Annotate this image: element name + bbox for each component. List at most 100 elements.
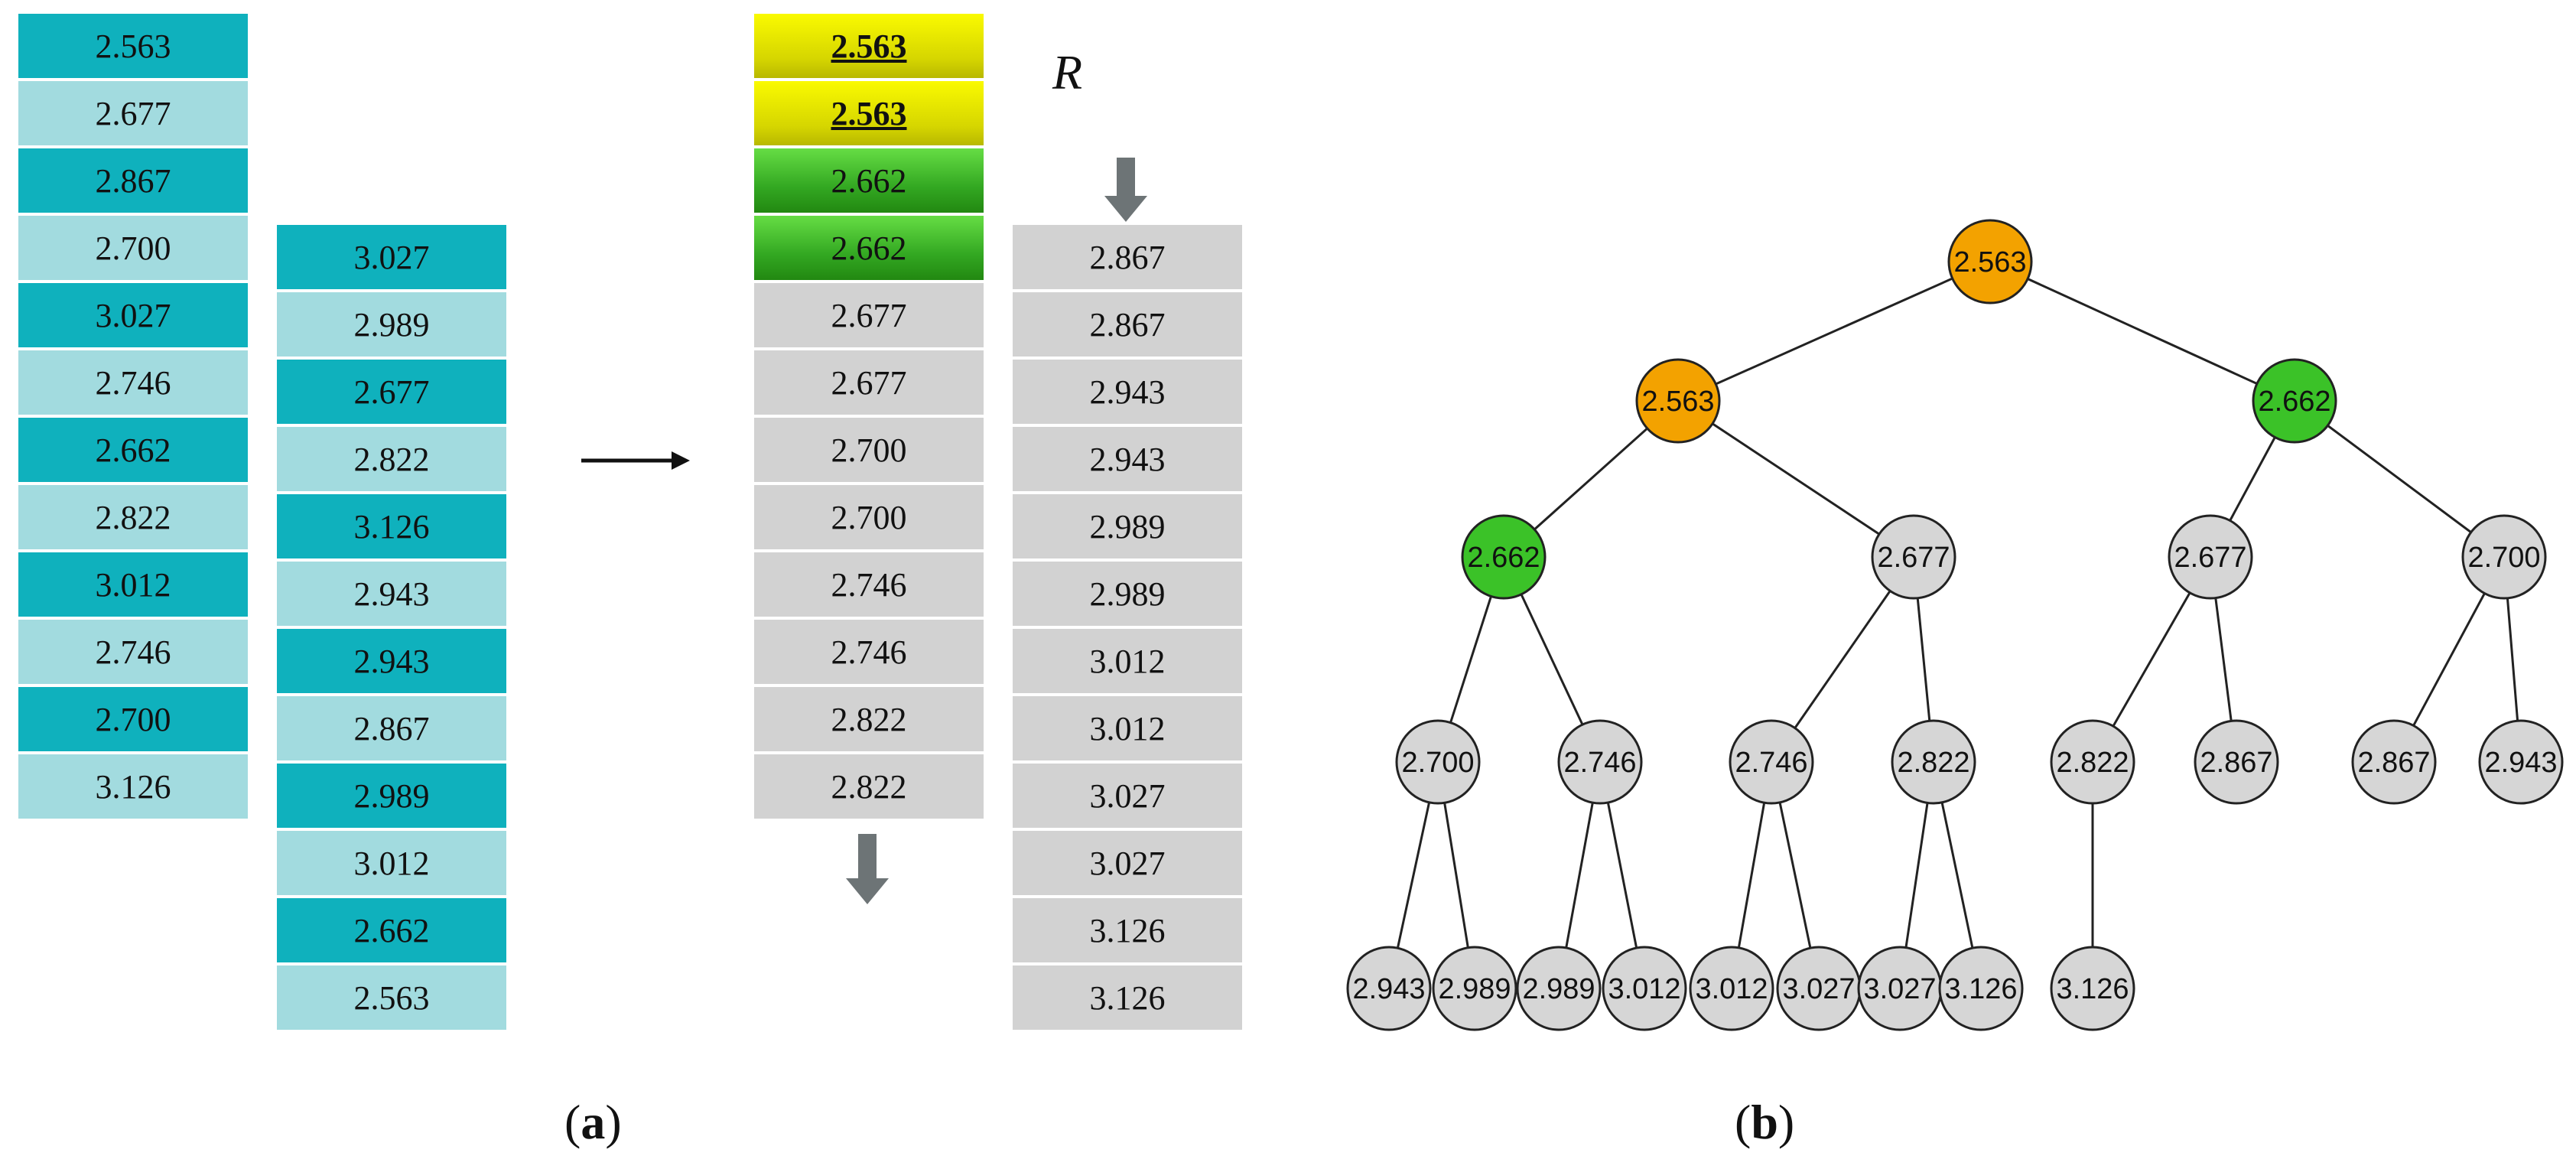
col2-cell: 2.989	[277, 764, 506, 828]
tree-node: 2.989	[1516, 946, 1602, 1031]
tree-node: 2.563	[1635, 358, 1721, 444]
tree-node-label: 2.662	[1467, 542, 1540, 574]
tree-node-circle	[1947, 219, 2033, 304]
tree-node: 2.989	[1432, 946, 1517, 1031]
tree-node: 2.700	[1395, 719, 1481, 805]
tree-edges	[1387, 260, 2522, 989]
down-arrow-icon	[846, 834, 889, 904]
r-label: R	[1052, 45, 1083, 99]
tree-node: 2.677	[2168, 514, 2253, 600]
caption-b: (b)	[1735, 1095, 1795, 1149]
tree-node-label: 2.677	[2174, 542, 2246, 574]
tree-node-circle	[2050, 946, 2135, 1031]
sorted-cell: 2.700	[754, 418, 984, 482]
tree-node-label: 2.867	[2357, 747, 2430, 779]
col1-cell: 2.662	[18, 418, 248, 482]
tree-node: 2.662	[2252, 358, 2337, 444]
tree-node-circle	[1461, 514, 1547, 600]
r-cell: 3.012	[1013, 696, 1242, 760]
tree-edge	[1677, 399, 1914, 558]
tree-node-label: 2.563	[1641, 386, 1714, 418]
tree-node: 2.822	[2050, 719, 2135, 805]
tree-node: 2.662	[1461, 514, 1547, 600]
sorted-cell: 2.677	[754, 283, 984, 347]
down-arrow-icon	[1104, 158, 1147, 222]
tree-node-label: 3.126	[2056, 973, 2129, 1005]
tree-node-label: 2.943	[2484, 747, 2557, 779]
sorted-cell: 2.700	[754, 485, 984, 549]
tree-node-label: 2.822	[2056, 747, 2129, 779]
tree-node: 2.746	[1557, 719, 1643, 805]
col1-cell: 2.700	[18, 687, 248, 751]
tree-node-circle	[1346, 946, 1432, 1031]
sorted-cell: 2.822	[754, 687, 984, 751]
tree-node-label: 2.943	[1352, 973, 1425, 1005]
tree-node: 2.700	[2461, 514, 2547, 600]
tree-edge	[2294, 399, 2505, 558]
tree-node: 2.867	[2351, 719, 2437, 805]
r-cell: 2.943	[1013, 427, 1242, 491]
tree-node-label: 2.989	[1438, 973, 1511, 1005]
tree-node-circle	[1871, 514, 1956, 600]
tree-node-label: 2.746	[1735, 747, 1807, 779]
tree-node-circle	[2168, 514, 2253, 600]
tree-node-circle	[1689, 946, 1774, 1031]
tree-node: 3.012	[1689, 946, 1774, 1031]
tree-node-circle	[2050, 719, 2135, 805]
tree-node-circle	[1891, 719, 1976, 805]
tree-edge	[1989, 260, 2295, 402]
col2-cell: 2.822	[277, 427, 506, 491]
col2-cell: 2.943	[277, 562, 506, 626]
tree-node-circle	[1432, 946, 1517, 1031]
tree-nodes: 2.563 2.563 2.662 2.662 2.677 2.677 2.700 2.700…	[1346, 219, 2564, 1031]
col1-cell: 2.700	[18, 216, 248, 280]
tree-node-circle	[2252, 358, 2337, 444]
r-cell: 3.126	[1013, 898, 1242, 962]
tree-node: 2.746	[1729, 719, 1814, 805]
tree-node-label: 3.126	[1944, 973, 2017, 1005]
tree-node: 2.867	[2194, 719, 2279, 805]
col2-cell: 2.677	[277, 360, 506, 424]
tree-node-label: 2.746	[1563, 747, 1636, 779]
tree-node-label: 2.700	[1401, 747, 1474, 779]
col2-cell: 3.012	[277, 831, 506, 895]
col2-cell: 2.989	[277, 292, 506, 357]
tree-node-label: 3.027	[1863, 973, 1936, 1005]
r-cell: 3.027	[1013, 764, 1242, 828]
tree-node-circle	[1602, 946, 1687, 1031]
tree-node-label: 3.012	[1608, 973, 1680, 1005]
caption-a: (a)	[564, 1095, 622, 1149]
tree-node: 2.563	[1947, 219, 2033, 304]
col1-cell: 2.822	[18, 485, 248, 549]
tree-node: 2.822	[1891, 719, 1976, 805]
tree-edge	[1677, 260, 1991, 402]
col2-cell: 2.943	[277, 629, 506, 693]
tree-node-label: 2.662	[2258, 386, 2330, 418]
r-cell: 3.012	[1013, 629, 1242, 693]
r-cell: 2.867	[1013, 225, 1242, 289]
tree-node: 3.012	[1602, 946, 1687, 1031]
col1-cell: 2.746	[18, 350, 248, 415]
col1-cell: 2.677	[18, 81, 248, 145]
sorted-cell: 2.563	[754, 14, 984, 78]
col1-cell: 3.126	[18, 754, 248, 819]
tree-node-label: 2.677	[1877, 542, 1950, 574]
tree-node-circle	[2194, 719, 2279, 805]
sorted-cell: 2.563	[754, 81, 984, 145]
tree-node: 2.677	[1871, 514, 1956, 600]
col2-cell: 3.027	[277, 225, 506, 289]
col1-cell: 2.563	[18, 14, 248, 78]
tree-node: 2.943	[1346, 946, 1432, 1031]
tree-node-label: 2.563	[1953, 246, 2026, 278]
col1-cell: 2.867	[18, 148, 248, 213]
r-cell: 2.943	[1013, 360, 1242, 424]
col2-cell: 2.563	[277, 965, 506, 1030]
tree-node-circle	[2478, 719, 2564, 805]
r-cell: 3.126	[1013, 965, 1242, 1030]
r-cell: 2.989	[1013, 562, 1242, 626]
tree-node-circle	[1729, 719, 1814, 805]
sorted-cell: 2.662	[754, 216, 984, 280]
sorted-cell: 2.746	[754, 620, 984, 684]
